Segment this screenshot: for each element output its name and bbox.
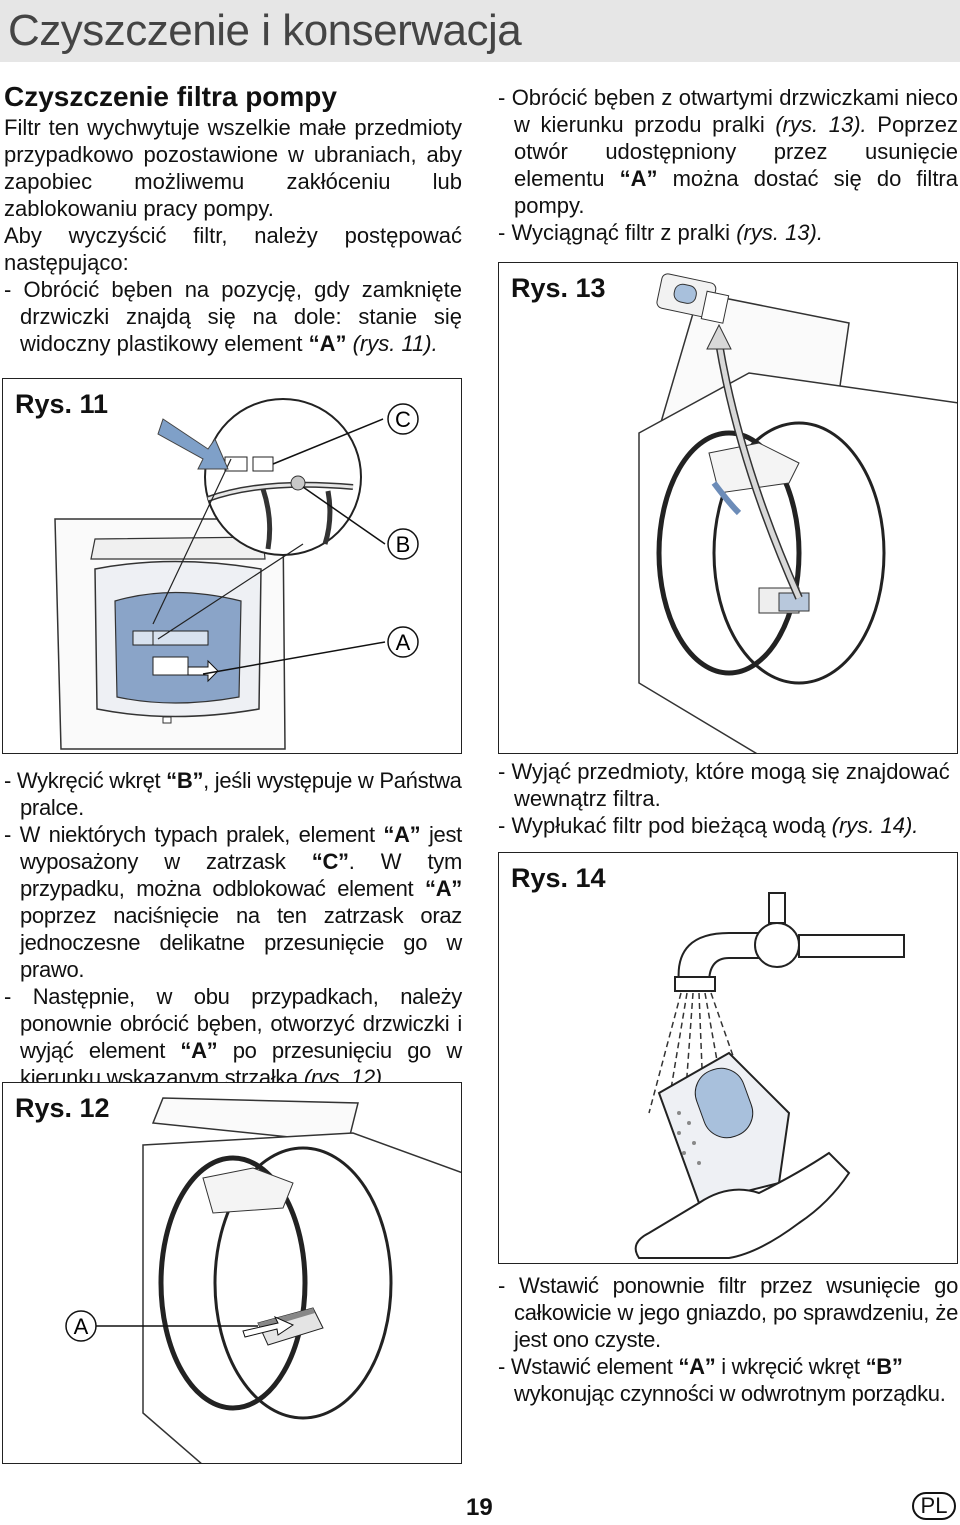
step-remove-items: - Wyjąć przedmioty, które mogą się znajd… (498, 759, 950, 811)
step-reinsert-filter: - Wstawić ponownie filtr przez wsunięcie… (498, 1273, 958, 1352)
figure-ref: (rys. 11). (346, 331, 438, 356)
page-number: 19 (466, 1494, 493, 1521)
step-text: - Wypłukać filtr pod bieżącą wodą (498, 813, 832, 838)
label-a: “A” (619, 166, 658, 191)
figure-13: Rys. 13 (498, 262, 958, 754)
step-text: - Wykręcić wkręt (4, 768, 167, 793)
label-a: “A” (180, 1038, 218, 1063)
step-text: Poprzez otwór udostępniony przez usunięc… (514, 112, 958, 191)
section-title: Czyszczenie filtra pompy (4, 81, 337, 112)
figure-14: Rys. 14 (498, 852, 958, 1264)
label-a: “A” (308, 331, 347, 356)
page-title: Czyszczenie i konserwacja (8, 6, 522, 55)
right-top-text: - Obrócić bęben z otwartymi drzwiczkami … (498, 84, 958, 246)
callout-a: A (74, 1314, 89, 1339)
step-rinse-filter: - Wypłukać filtr pod bieżącą wodą (rys. … (498, 812, 958, 839)
language-badge: PL (912, 1492, 956, 1520)
step-text: - Wstawić element (498, 1354, 679, 1379)
figure-11: Rys. 11 C B A (2, 378, 462, 754)
step-reinsert-a: - Wstawić element “A” i wkręcić wkręt “B… (498, 1353, 958, 1407)
step-text: i wkręcić wkręt (715, 1354, 866, 1379)
step-latch-c: - W niektórych typach pralek, element “A… (4, 821, 462, 983)
callout-c: C (395, 407, 411, 432)
left-mid-text: - Wykręcić wkręt “B”, jeśli występuje w … (4, 767, 462, 1091)
label-b: “B” (865, 1354, 903, 1379)
callout-b: B (396, 532, 411, 557)
step-remove-a: - Następnie, w obu przypadkach, należy p… (4, 983, 462, 1091)
right-mid-text: - Wyjąć przedmioty, które mogą się znajd… (498, 758, 958, 839)
right-bottom-text: - Wstawić ponownie filtr przez wsunięcie… (498, 1272, 958, 1407)
step-text: . W tym przypadku, można odblokować elem… (20, 849, 462, 901)
figure-label: Rys. 12 (15, 1093, 110, 1123)
figure-ref: (rys. 13). (736, 220, 823, 245)
step-text: - Wyciągnąć filtr z pralki (498, 220, 737, 245)
step-text: - Następnie, w obu przypadkach, należy p… (4, 984, 462, 1063)
step-text: - Obrócić bęben z otwartymi drzwiczkami … (498, 85, 958, 137)
label-a: “A” (425, 876, 462, 901)
label-c: “C” (311, 849, 349, 874)
step-text: poprzez naciśnięcie na ten zatrzask oraz… (20, 903, 462, 982)
step-pull-filter: - Wyciągnąć filtr z pralki (rys. 13). (498, 219, 958, 246)
figure-12: Rys. 12 A (2, 1082, 462, 1464)
intro-paragraph: Filtr ten wychwytuje wszelkie małe przed… (4, 115, 462, 221)
callout-a: A (396, 630, 411, 655)
figure-label: Rys. 13 (511, 273, 606, 303)
figure-label: Rys. 11 (15, 389, 109, 419)
figure-ref: (rys. 14). (831, 813, 919, 838)
washing-machine-filter-removal-illustration (638, 273, 957, 753)
step-text: wykonując czynności w odwrotnym porządku… (514, 1381, 946, 1406)
step-text: jest wyposażony w zatrzask (20, 822, 462, 874)
filter-rinse-illustration (634, 892, 905, 1259)
figure-ref: (rys. 13). (775, 112, 867, 137)
procedure-intro: Aby wyczyścić filtr, należy postępować n… (4, 223, 462, 275)
label-a: “A” (678, 1354, 716, 1379)
figure-label: Rys. 14 (511, 863, 606, 893)
label-b: “B” (166, 768, 204, 793)
step-text: - W niektórych typach pralek, element (4, 822, 384, 847)
page-header: Czyszczenie i konserwacja (0, 0, 960, 62)
washing-machine-top-illustration: C B A (54, 398, 419, 750)
step-text: , jeśli występuje w Państwa pralce. (20, 768, 462, 820)
left-top-text: Czyszczenie filtra pompy Filtr ten wychw… (4, 80, 462, 357)
step-rotate-drum: - Obrócić bęben na pozycję, gdy zamknięt… (4, 276, 462, 357)
step-text: - Obrócić bęben na pozycję, gdy zamknięt… (4, 277, 462, 356)
washing-machine-element-a-illustration: A (65, 1097, 461, 1463)
step-text: można dostać się do filtra pompy. (514, 166, 958, 218)
step-unscrew-b: - Wykręcić wkręt “B”, jeśli występuje w … (4, 767, 462, 821)
label-a: “A” (383, 822, 421, 847)
step-rotate-forward: - Obrócić bęben z otwartymi drzwiczkami … (498, 84, 958, 219)
